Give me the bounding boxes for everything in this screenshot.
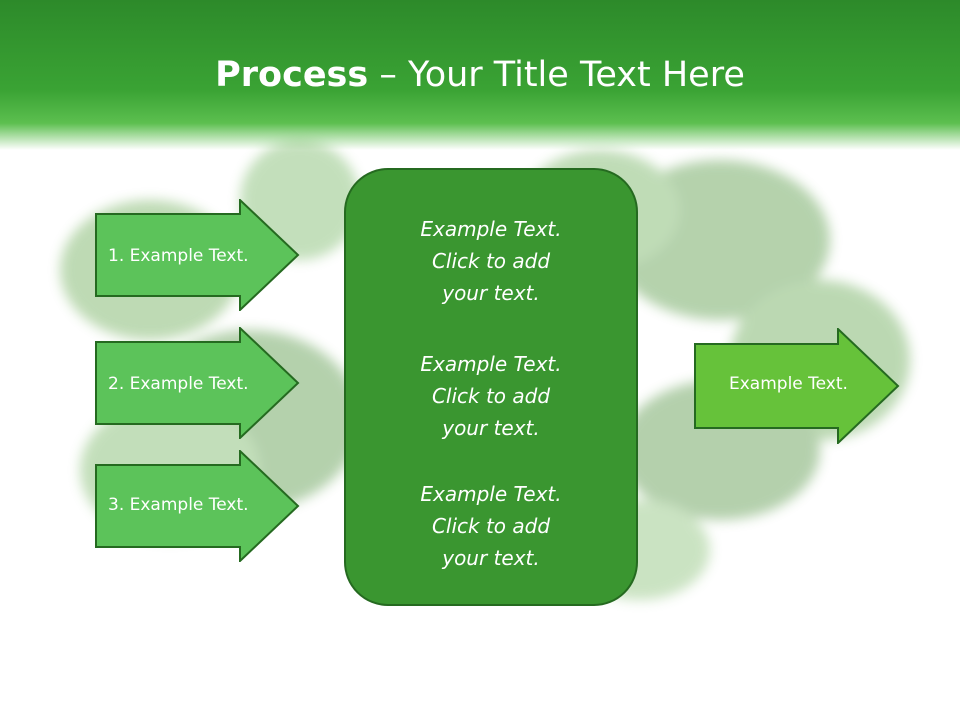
process-text-3-line3: your text. bbox=[442, 546, 540, 570]
title-bold: Process bbox=[215, 55, 369, 95]
process-text-1-line2: Click to add bbox=[431, 249, 551, 273]
process-box[interactable]: Example Text. Click to add your text. Ex… bbox=[344, 168, 638, 606]
process-text-3[interactable]: Example Text. Click to add your text. bbox=[346, 478, 636, 574]
title-banner bbox=[0, 0, 960, 150]
process-text-2-line3: your text. bbox=[442, 416, 540, 440]
process-text-3-line1: Example Text. bbox=[420, 482, 562, 506]
input-arrow-1-label: 1. Example Text. bbox=[108, 246, 249, 266]
slide-title[interactable]: Process – Your Title Text Here bbox=[0, 50, 960, 100]
input-arrow-2-label: 2. Example Text. bbox=[108, 374, 249, 394]
process-text-2[interactable]: Example Text. Click to add your text. bbox=[346, 348, 636, 444]
input-arrow-1[interactable] bbox=[95, 199, 300, 311]
title-rest: – Your Title Text Here bbox=[368, 55, 745, 95]
input-arrow-2[interactable] bbox=[95, 327, 300, 439]
output-arrow-label: Example Text. bbox=[729, 374, 848, 394]
process-text-1-line1: Example Text. bbox=[420, 217, 562, 241]
process-text-2-line1: Example Text. bbox=[420, 352, 562, 376]
process-text-2-line2: Click to add bbox=[431, 384, 551, 408]
process-text-1-line3: your text. bbox=[442, 281, 540, 305]
process-text-3-line2: Click to add bbox=[431, 514, 551, 538]
process-text-1[interactable]: Example Text. Click to add your text. bbox=[346, 213, 636, 309]
input-arrow-3[interactable] bbox=[95, 450, 300, 562]
output-arrow[interactable] bbox=[694, 328, 900, 444]
input-arrow-3-label: 3. Example Text. bbox=[108, 495, 249, 515]
